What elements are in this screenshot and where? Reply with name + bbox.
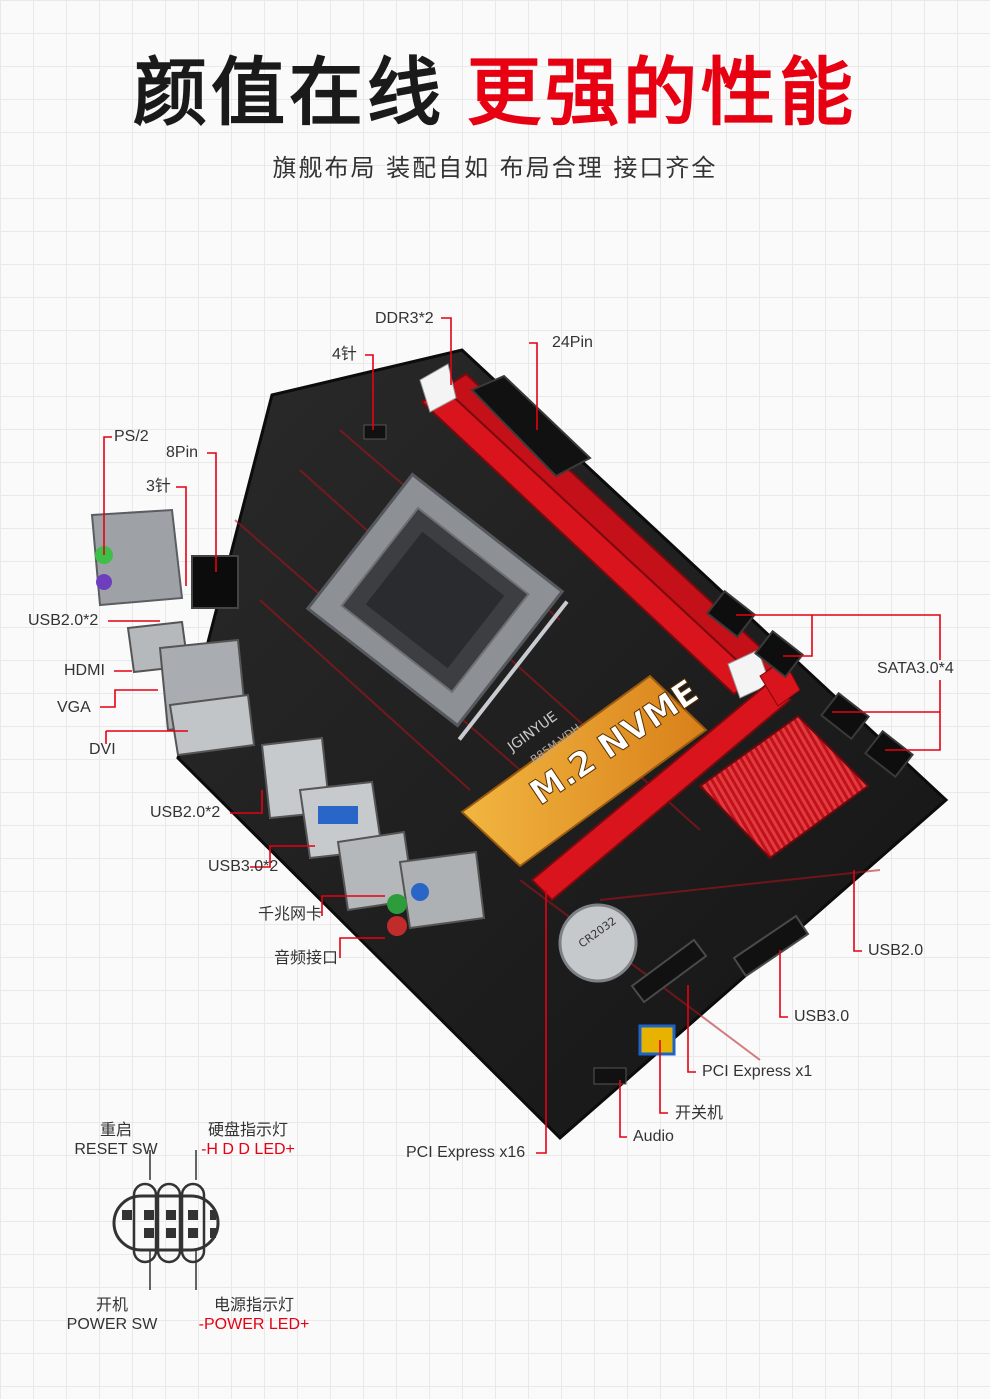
pcie-x1-slot	[630, 938, 708, 1004]
callout-8pin: 8Pin	[166, 444, 199, 461]
callout-ddr3: DDR3*2	[375, 310, 434, 327]
headline-part1: 颜值在线	[133, 50, 445, 136]
cpu-8pin	[191, 555, 239, 609]
callout-usb30-rear: USB3.0*2	[208, 858, 279, 875]
cpu-socket	[305, 472, 569, 741]
callout-audio-header: Audio	[633, 1128, 674, 1145]
headline-part2: 更强的性能	[467, 50, 857, 136]
callout-vga: VGA	[57, 699, 91, 716]
power-sw-label: 开机 POWER SW	[60, 1296, 164, 1334]
callout-24pin: 24Pin	[552, 334, 593, 351]
headline: 颜值在线更强的性能	[0, 48, 990, 138]
callout-pcie-x16: PCI Express x16	[406, 1144, 526, 1161]
hdd-led-label-en: -H D D LED+	[201, 1141, 295, 1158]
audio-header	[593, 1067, 627, 1085]
callout-usb20-rear: USB2.0*2	[28, 612, 99, 629]
callout-usb20-rear2: USB2.0*2	[150, 804, 221, 821]
ddr3-slots	[419, 363, 780, 699]
callout-usb30-header: USB3.0	[794, 1008, 850, 1025]
power-sw-label-en: POWER SW	[66, 1316, 158, 1333]
chipset-heatsink	[698, 714, 870, 860]
hdd-led-label-cn: 硬盘指示灯	[207, 1122, 288, 1139]
subtitle: 旗舰布局 装配自如 布局合理 接口齐全	[272, 154, 718, 182]
callout-hdmi: HDMI	[64, 662, 105, 679]
sata-ports	[706, 589, 914, 779]
callout-ps2: PS/2	[114, 428, 149, 445]
callout-4pin: 4针	[332, 346, 357, 363]
atx-24pin	[470, 374, 592, 478]
callout-audio-port: 音频接口	[274, 950, 339, 967]
callout-pcie-x1: PCI Express x1	[702, 1063, 813, 1080]
usb3-header	[732, 914, 810, 978]
power-led-label-cn: 电源指示灯	[213, 1297, 294, 1314]
callout-usb20-header: USB2.0	[868, 942, 924, 959]
reset-label-cn: 重启	[99, 1122, 132, 1139]
hdd-led-label: 硬盘指示灯 -H D D LED+	[188, 1121, 308, 1159]
callout-lan: 千兆网卡	[258, 906, 323, 923]
callout-power-header: 开关机	[675, 1105, 724, 1122]
cmos-battery	[558, 903, 638, 983]
callout-dvi: DVI	[89, 741, 116, 758]
power-sw-label-cn: 开机	[95, 1297, 128, 1314]
front-panel-header	[638, 1024, 676, 1056]
power-led-label-en: -POWER LED+	[198, 1316, 310, 1333]
fan-4pin	[363, 424, 387, 440]
reset-label: 重启 RESET SW	[66, 1121, 166, 1159]
front-panel-pinout	[112, 1150, 220, 1290]
power-led-label: 电源指示灯 -POWER LED+	[192, 1296, 316, 1334]
callout-sata: SATA3.0*4	[877, 660, 954, 677]
rear-io	[90, 508, 486, 936]
reset-label-en: RESET SW	[74, 1141, 158, 1158]
callout-3pin: 3针	[146, 478, 171, 495]
